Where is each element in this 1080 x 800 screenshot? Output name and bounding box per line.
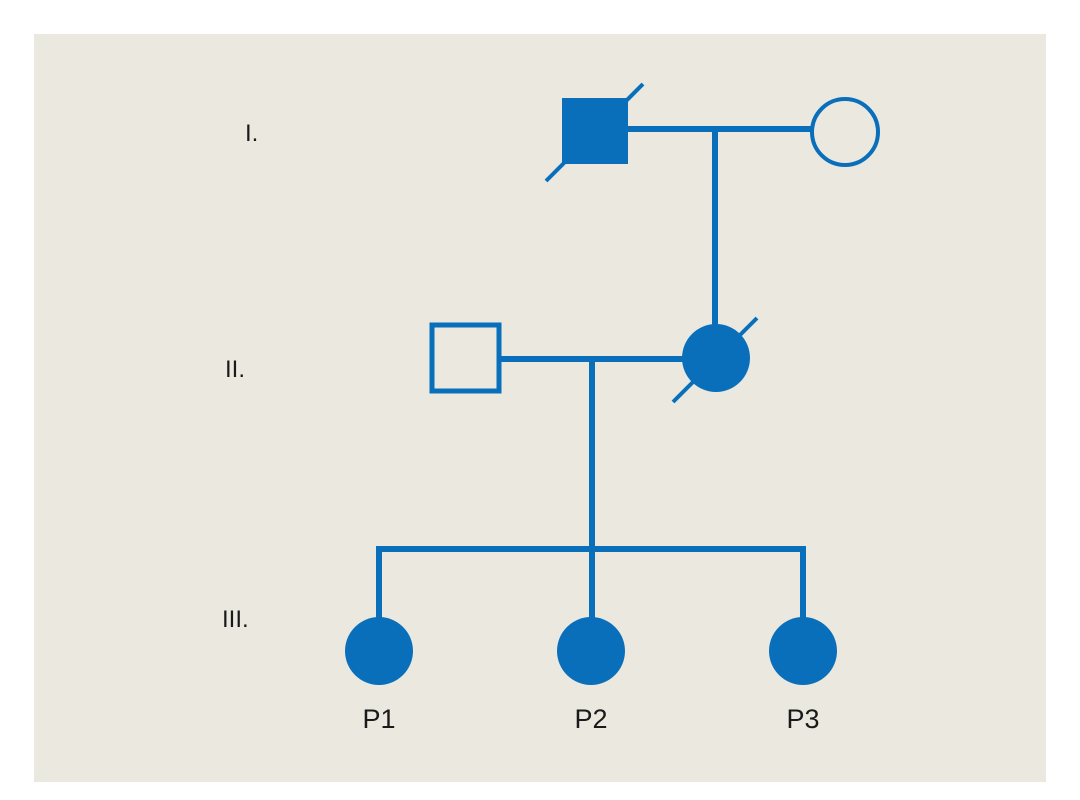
individual-III-3: P3 (769, 617, 837, 734)
individual-II-2 (671, 316, 759, 404)
affected-female-circle-icon (345, 617, 413, 685)
affected-female-circle-icon (557, 617, 625, 685)
unaffected-male-square-icon (429, 322, 502, 394)
individual-I-2 (810, 97, 880, 167)
diagram-panel (34, 34, 1046, 782)
individual-I-1 (544, 82, 645, 183)
affected-female-circle-icon (769, 617, 837, 685)
deceased-slash-icon (671, 316, 759, 404)
generation-label-3: III. (222, 606, 249, 633)
individual-III-1: P1 (345, 617, 413, 734)
generation-label-2: II. (225, 356, 245, 383)
deceased-slash-icon (544, 82, 645, 183)
relationship-lines (376, 126, 812, 618)
individual-II-1 (429, 322, 502, 394)
generation-label-1: I. (245, 120, 258, 147)
unaffected-female-circle-icon (810, 97, 880, 167)
individual-label-p3: P3 (786, 704, 819, 734)
individual-III-2: P2 (557, 617, 625, 734)
individual-label-p2: P2 (574, 704, 607, 734)
individual-label-p1: P1 (362, 704, 395, 734)
